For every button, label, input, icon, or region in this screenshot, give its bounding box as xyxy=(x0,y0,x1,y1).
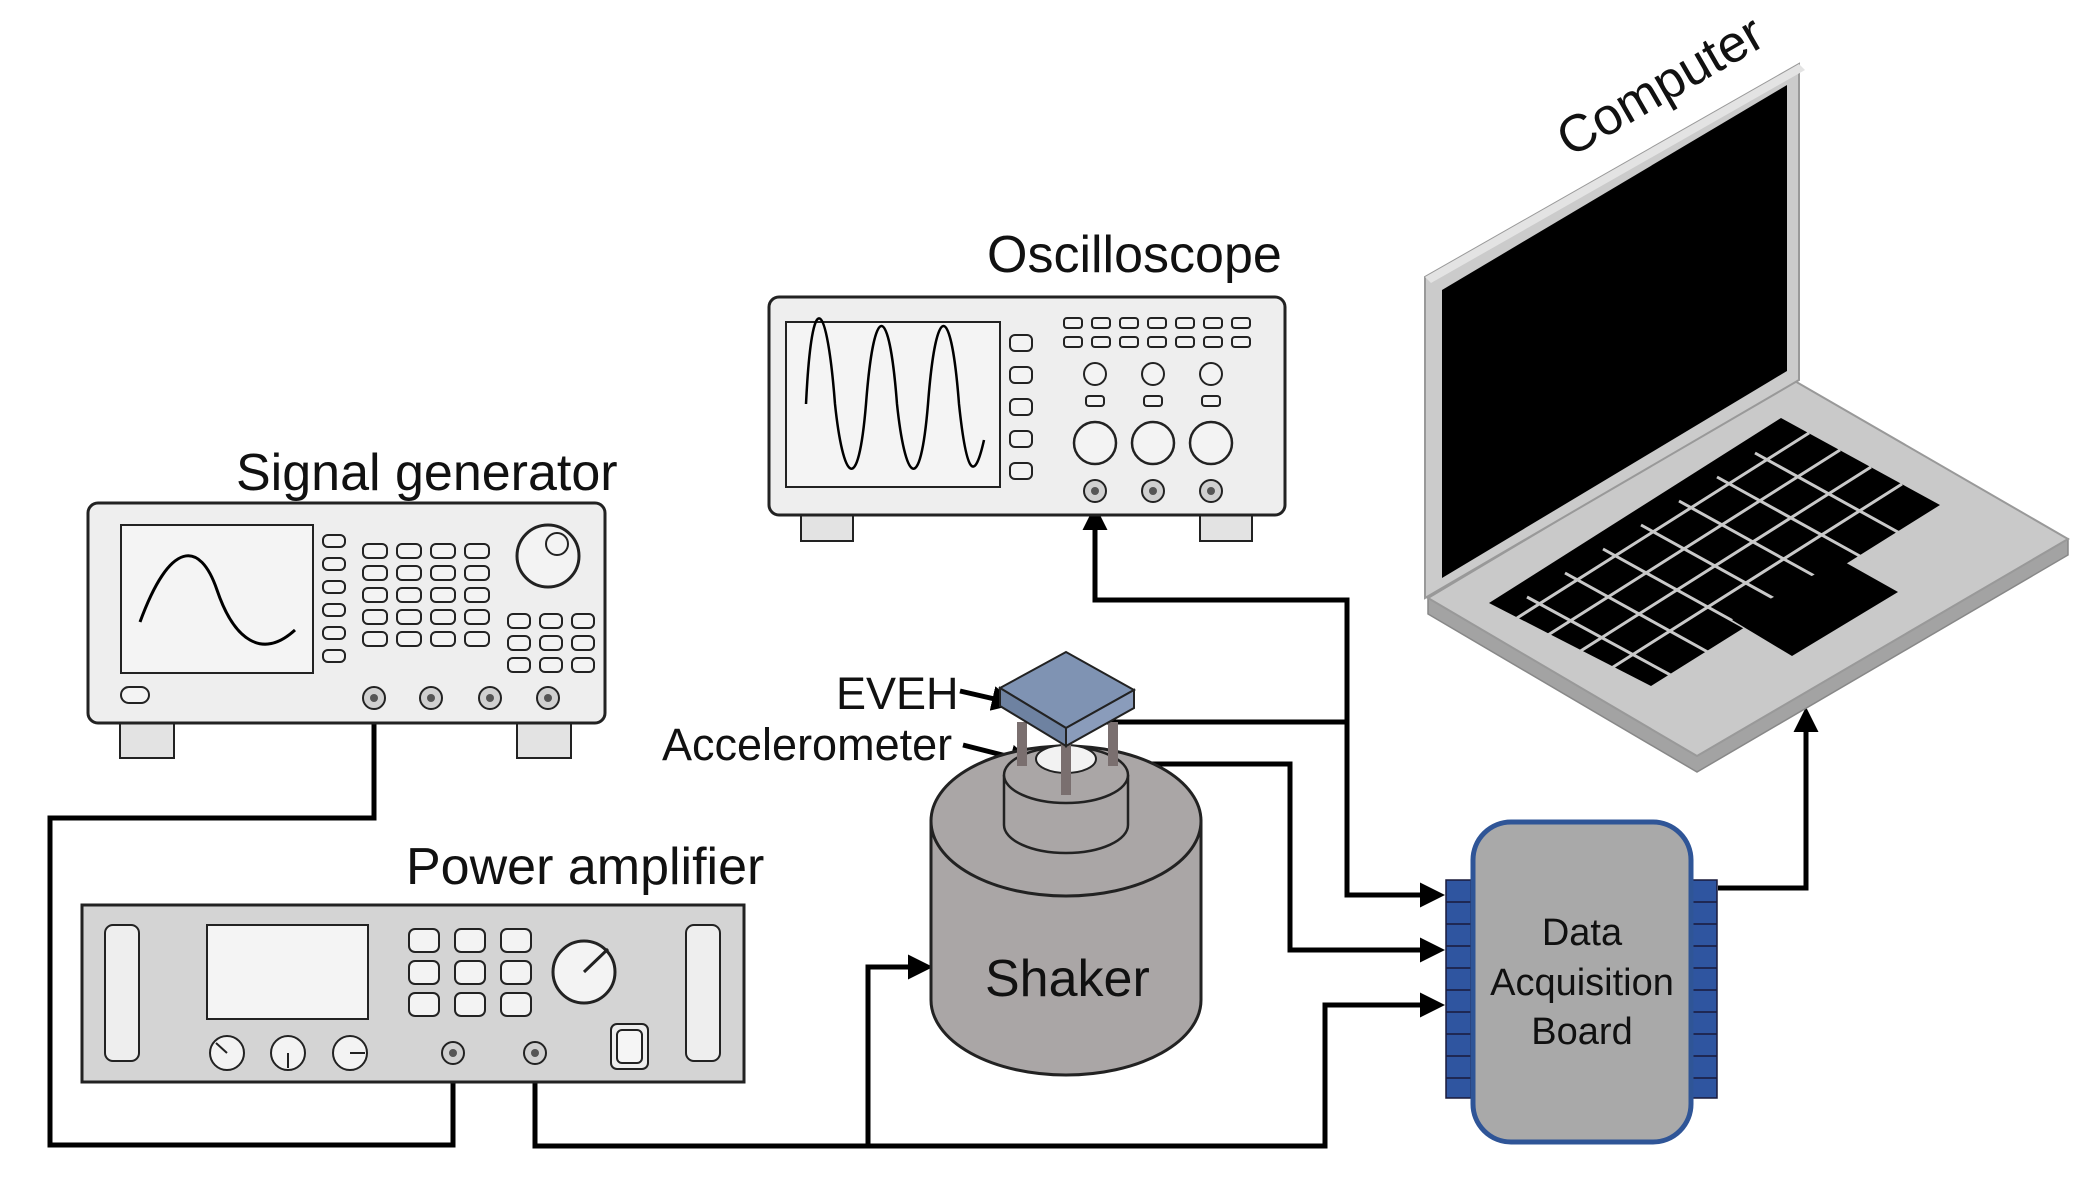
oscilloscope: Oscilloscope xyxy=(767,226,1287,542)
scope-large-knobs xyxy=(1072,420,1234,466)
computer: Computer xyxy=(1424,4,2070,773)
power-amplifier-label: Power amplifier xyxy=(406,838,764,896)
wire-accel-to-daq xyxy=(1085,761,1445,963)
wire-eveh-to-scope xyxy=(1082,505,1350,722)
scope-screen xyxy=(785,321,1001,488)
scope-connectors xyxy=(1083,479,1223,503)
daq-label-line3: Board xyxy=(1531,1011,1632,1053)
siggen-screen xyxy=(120,524,314,674)
daq-label-line1: Data xyxy=(1542,912,1623,954)
eveh-post-left xyxy=(1017,722,1027,766)
signal-generator-label: Signal generator xyxy=(236,444,618,502)
siggen-keypad xyxy=(362,543,595,673)
siggen-connectors xyxy=(362,686,560,710)
daq-pins-left xyxy=(1445,879,1472,1099)
wire-amp-to-daq xyxy=(868,992,1445,1149)
scope-side-buttons xyxy=(1009,334,1033,480)
wiring xyxy=(47,505,1819,1149)
siggen-main-knob xyxy=(515,523,581,589)
daq-pins-right xyxy=(1691,879,1718,1099)
scope-top-buttons xyxy=(1063,317,1251,348)
wire-eveh-to-daq xyxy=(1100,719,1445,908)
amp-small-knobs xyxy=(209,1035,368,1071)
amp-power-switch-inner xyxy=(616,1029,643,1064)
amp-keypad xyxy=(408,928,532,1017)
daq-body xyxy=(1470,819,1694,1145)
scope-foot-right xyxy=(1199,512,1253,542)
eveh-post-front xyxy=(1061,733,1071,795)
siggen-knob-marker xyxy=(545,532,569,556)
signal-generator: Signal generator xyxy=(86,444,618,759)
eveh-plate-right xyxy=(1065,688,1135,748)
siggen-power-button xyxy=(120,686,150,704)
scope-small-knobs xyxy=(1083,362,1223,407)
amp-handle-right xyxy=(685,924,721,1062)
eveh xyxy=(997,650,1137,795)
amp-display xyxy=(206,924,369,1020)
eveh-label: EVEH xyxy=(836,668,959,719)
amp-main-knob-indicator xyxy=(582,947,610,974)
siggen-foot-left xyxy=(119,721,175,759)
daq-label-line2: Acquisition xyxy=(1490,962,1674,1004)
wire-siggen-to-amp xyxy=(47,700,466,1148)
wire-daq-to-computer xyxy=(1718,707,1819,891)
power-amplifier: Power amplifier xyxy=(80,838,764,1084)
siggen-side-buttons xyxy=(322,534,346,663)
laptop-keyboard xyxy=(1489,418,1940,686)
laptop-trackpad xyxy=(1732,560,1898,656)
data-acquisition-board: Data Acquisition Board xyxy=(1445,819,1718,1145)
scope-foot-left xyxy=(800,512,854,542)
siggen-foot-right xyxy=(516,721,572,759)
shaker-label: Shaker xyxy=(985,950,1150,1008)
amp-handle-left xyxy=(104,924,140,1062)
siggen-sine-wave xyxy=(138,554,297,646)
laptop-keyboard-grid xyxy=(1516,431,1915,686)
eveh-post-right xyxy=(1108,722,1118,766)
laptop-screen xyxy=(1442,85,1787,578)
accelerometer-label: Accelerometer xyxy=(662,719,952,770)
oscilloscope-label: Oscilloscope xyxy=(987,226,1282,284)
amp-connectors xyxy=(441,1041,547,1065)
laptop-lid-edge xyxy=(1425,64,1805,283)
shaker: Shaker xyxy=(929,744,1203,1077)
scope-waveform xyxy=(804,317,986,470)
